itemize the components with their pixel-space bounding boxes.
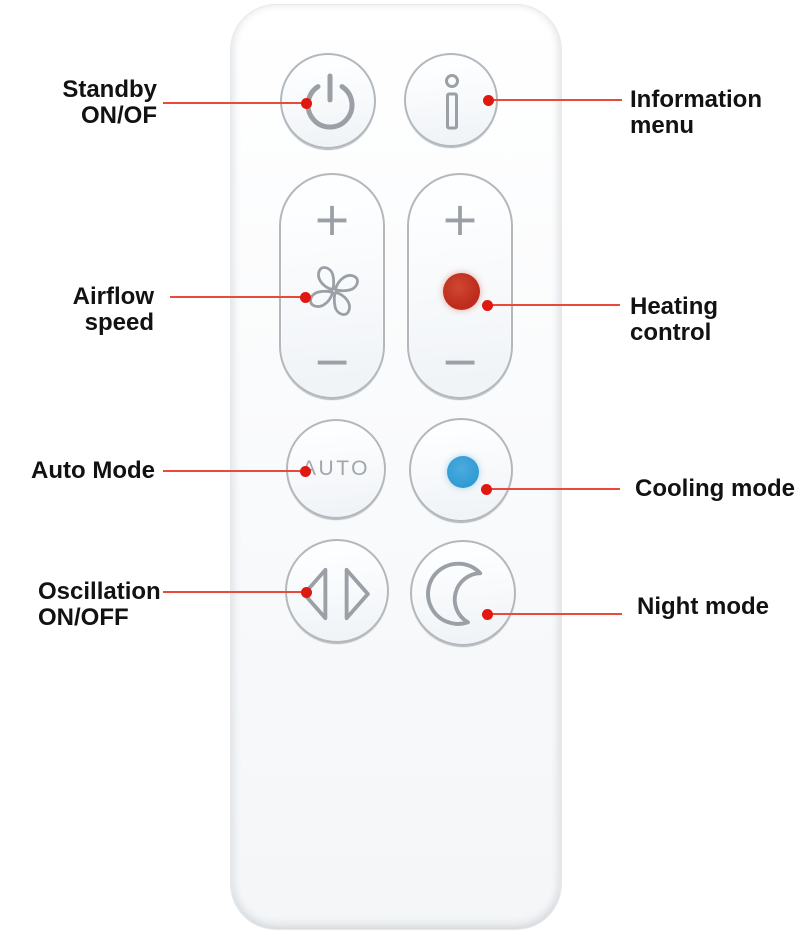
leader-auto-mode bbox=[163, 470, 306, 472]
moon-icon bbox=[424, 559, 494, 629]
leader-night bbox=[487, 613, 622, 615]
label-auto-mode: Auto Mode bbox=[0, 458, 155, 484]
label-airflow-line1: Airflow speed bbox=[72, 283, 154, 336]
label-cooling-line1: Cooling mode bbox=[635, 475, 795, 502]
heating-control-button[interactable]: + − bbox=[407, 173, 513, 399]
label-auto-mode-line1: Auto Mode bbox=[31, 457, 155, 484]
heating-plus-label: + bbox=[440, 192, 480, 246]
cooling-mode-button[interactable] bbox=[409, 418, 513, 522]
label-heating: Heating control bbox=[630, 294, 804, 346]
label-night-line1: Night mode bbox=[637, 593, 769, 620]
airflow-speed-button[interactable]: + − bbox=[279, 173, 385, 399]
leader-information bbox=[488, 99, 622, 101]
label-information-line2: menu bbox=[630, 112, 695, 139]
label-cooling: Cooling mode bbox=[635, 476, 795, 502]
blue-dot-icon bbox=[447, 456, 479, 488]
leader-oscillation bbox=[163, 591, 307, 593]
airflow-plus-label: + bbox=[312, 192, 352, 246]
leader-dot-auto-mode bbox=[300, 466, 311, 477]
label-night: Night mode bbox=[637, 594, 769, 620]
fan-icon bbox=[306, 263, 362, 319]
label-airflow: Airflow speed bbox=[0, 284, 154, 336]
oscillation-arrows-icon bbox=[302, 566, 370, 622]
leader-airflow bbox=[170, 296, 306, 298]
airflow-minus-label: − bbox=[312, 334, 352, 388]
label-oscillation: Oscillation ON/OFF bbox=[38, 579, 161, 631]
remote-body: + − + − AUTO bbox=[230, 4, 562, 930]
red-dot-icon bbox=[443, 273, 480, 310]
label-oscillation-line2: ON/OFF bbox=[38, 604, 129, 631]
label-information: Information menu bbox=[630, 87, 762, 139]
night-mode-button[interactable] bbox=[410, 540, 516, 646]
leader-dot-airflow bbox=[300, 292, 311, 303]
auto-mode-button[interactable]: AUTO bbox=[286, 419, 386, 519]
info-icon bbox=[437, 73, 467, 131]
auto-button-label: AUTO bbox=[302, 457, 370, 480]
leader-dot-standby bbox=[301, 98, 312, 109]
label-information-line1: Information bbox=[630, 86, 762, 113]
label-standby: Standby ON/OF bbox=[40, 77, 157, 129]
leader-standby bbox=[163, 102, 306, 104]
label-standby-line1: Standby bbox=[62, 76, 157, 103]
leader-dot-information bbox=[483, 95, 494, 106]
heating-minus-label: − bbox=[440, 334, 480, 388]
label-heating-line1: Heating control bbox=[630, 293, 719, 346]
leader-dot-oscillation bbox=[301, 587, 312, 598]
leader-heating bbox=[487, 304, 620, 306]
leader-dot-heating bbox=[482, 300, 493, 311]
power-button[interactable] bbox=[280, 53, 376, 149]
label-oscillation-line1: Oscillation bbox=[38, 578, 161, 605]
label-standby-line2: ON/OF bbox=[81, 102, 157, 129]
leader-cooling bbox=[486, 488, 620, 490]
leader-dot-night bbox=[482, 609, 493, 620]
leader-dot-cooling bbox=[481, 484, 492, 495]
